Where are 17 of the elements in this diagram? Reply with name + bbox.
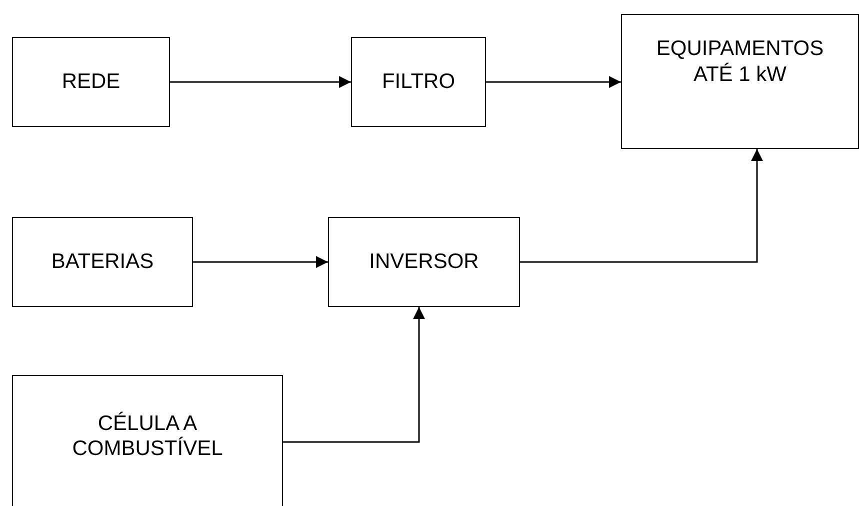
process-box <box>621 14 859 149</box>
box-label: INVERSOR <box>369 249 479 275</box>
process-box <box>12 217 193 307</box>
arrow <box>283 307 425 443</box>
box-label: REDE <box>62 69 120 95</box>
process-box <box>12 37 170 127</box>
box-label: BATERIAS <box>51 249 154 275</box>
box-label: EQUIPAMENTOS ATÉ 1 kW <box>655 36 825 87</box>
process-box <box>351 37 486 127</box>
arrow <box>170 76 351 88</box>
arrow <box>193 256 328 268</box>
box-label: CÉLULA A COMBUSTÍVEL <box>71 410 224 462</box>
process-box <box>328 217 520 307</box>
box-label: FILTRO <box>382 69 456 95</box>
process-box <box>12 375 283 506</box>
arrow <box>520 149 763 263</box>
arrow <box>486 76 621 88</box>
